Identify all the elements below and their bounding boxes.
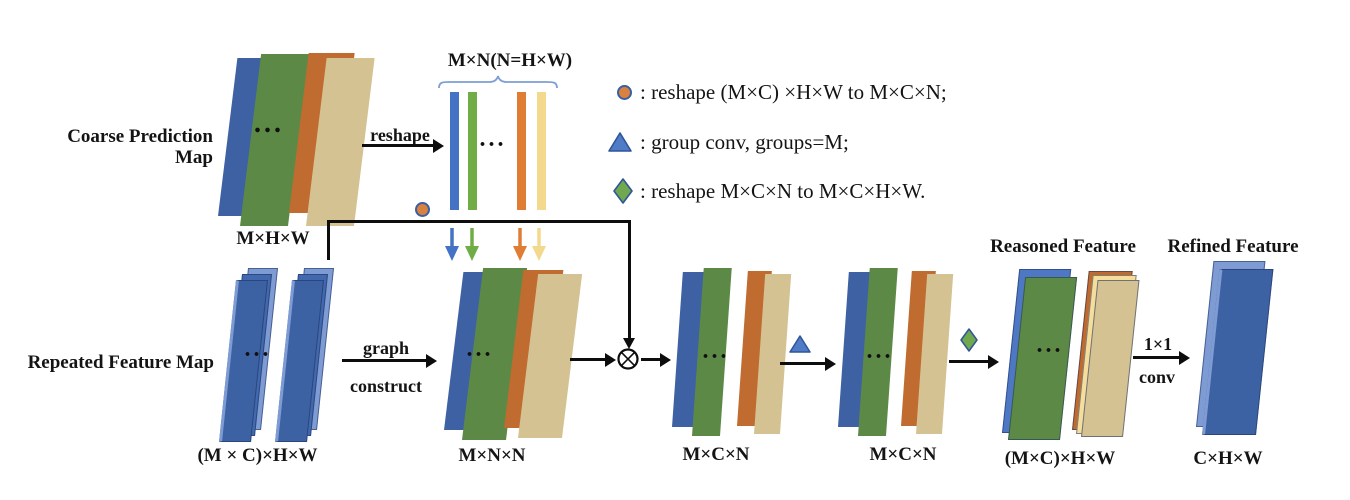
mcn2-dim-label: M×C×N xyxy=(869,444,937,465)
reshape-diamond-arrow xyxy=(949,354,999,369)
conv1x1-bottom-label: conv xyxy=(1139,367,1175,387)
reasoned-stack-ellipsis: ... xyxy=(1036,332,1064,358)
mcn2-stack-ellipsis: ... xyxy=(866,338,894,364)
conv1x1-top-label: 1×1 xyxy=(1143,334,1173,354)
from-multiply-arrow xyxy=(641,352,671,367)
coarse-prediction-map-title: Coarse Prediction Map xyxy=(67,126,213,169)
repeated-stack-ellipsis: ... xyxy=(244,336,272,362)
mcn1-stack-ellipsis: ... xyxy=(702,338,730,364)
map-arrow-yellow xyxy=(532,228,546,261)
legend-reshape-diamond-icon xyxy=(613,178,633,204)
group-conv-arrow xyxy=(780,356,836,371)
column-bar-orange xyxy=(517,92,526,210)
reshape-circle-marker xyxy=(415,202,430,217)
mnn-stack-ellipsis: ... xyxy=(466,336,494,362)
map-arrow-green xyxy=(465,228,479,261)
legend-reshape-circle-icon xyxy=(617,85,632,100)
repeated-dim-label: (M × C)×H×W xyxy=(197,445,318,466)
legend-item-2-text: : group conv, groups=M; xyxy=(640,130,849,154)
refined-feature-title: Refined Feature xyxy=(1167,236,1299,257)
map-arrow-blue xyxy=(445,228,459,261)
reshape-arrow xyxy=(362,138,444,153)
refined-dim-label: C×H×W xyxy=(1193,448,1263,469)
columns-dim-label: M×N(N=H×W) xyxy=(447,50,573,71)
coarse-dim-label: M×H×W xyxy=(236,228,310,249)
mcn1-dim-label: M×C×N xyxy=(682,444,750,465)
construct-label: construct xyxy=(350,376,422,396)
reasoned-dim-label: (M×C)×H×W xyxy=(1004,448,1116,469)
columns-ellipsis: ... xyxy=(479,126,507,152)
elbow-horizontal xyxy=(327,220,631,223)
elbow-stub xyxy=(327,220,330,260)
repeated-feature-map-title: Repeated Feature Map xyxy=(27,352,214,373)
reshape-diamond-marker xyxy=(960,328,978,352)
coarse-stack-ellipsis: ... xyxy=(254,108,284,139)
graph-construct-arrow xyxy=(342,353,437,368)
group-conv-triangle-marker xyxy=(789,335,811,353)
elbow-arrowhead xyxy=(623,338,635,349)
map-arrow-orange xyxy=(513,228,527,261)
reshape-label: reshape xyxy=(370,125,430,145)
overbrace xyxy=(438,75,558,89)
mnn-dim-label: M×N×N xyxy=(458,445,526,466)
column-bar-blue xyxy=(450,92,459,210)
column-bar-yellow xyxy=(537,92,546,210)
legend-group-conv-triangle-icon xyxy=(608,132,632,152)
graph-label: graph xyxy=(362,338,409,358)
multiply-operator xyxy=(617,348,639,370)
to-multiply-arrow xyxy=(570,352,616,367)
legend-item-3-text: : reshape M×C×N to M×C×H×W. xyxy=(640,179,926,203)
column-bar-green xyxy=(468,92,477,210)
elbow-vertical xyxy=(628,220,631,339)
reasoned-feature-title: Reasoned Feature xyxy=(990,236,1136,257)
legend-item-1-text: : reshape (M×C) ×H×W to M×C×N; xyxy=(640,80,947,104)
conv1x1-arrow xyxy=(1133,350,1190,365)
